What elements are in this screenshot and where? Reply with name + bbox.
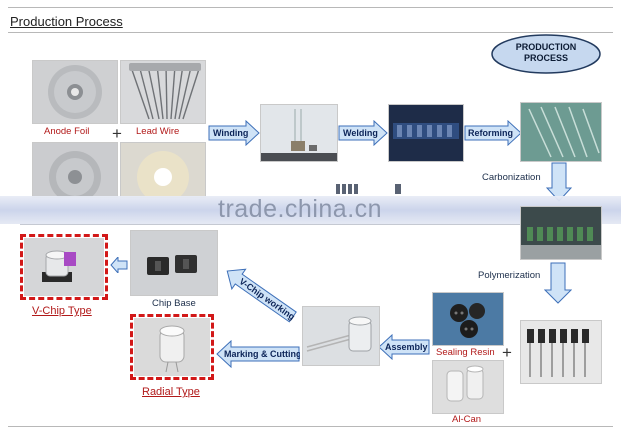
bottom-rule: [8, 426, 613, 427]
al-can-photo: [432, 360, 504, 414]
welded-strip-icon: [393, 123, 459, 139]
winding-photo: [260, 104, 338, 162]
carbonization-photo: [520, 206, 602, 260]
page-title: Production Process: [10, 14, 123, 29]
polymerized-elements-icon: [527, 329, 589, 377]
al-can-label: Al-Can: [452, 414, 482, 425]
vchip-working-label: V-Chip working: [237, 276, 296, 322]
header-rule: [8, 32, 613, 33]
radial-type-photo: [134, 318, 210, 376]
partial-photo-tick: [395, 184, 401, 194]
foil-roll-icon-2: [49, 151, 101, 197]
carbonization-label: Carbonization: [482, 172, 541, 183]
winding-label: Winding: [213, 128, 248, 138]
reforming-label: Reforming: [468, 128, 513, 138]
polymerized-photo: [520, 320, 602, 384]
marking-cutting-label: Marking & Cutting: [224, 349, 300, 359]
band-rule: [20, 224, 601, 225]
sealing-resin-label: Sealing Resin: [436, 347, 495, 358]
paper-roll-photo: [120, 142, 206, 198]
vchip-working-arrow: V-Chip working: [226, 268, 297, 323]
reforming-photo: [520, 102, 602, 162]
top-rule: [8, 7, 613, 8]
to-vchip-arrow: [110, 257, 128, 273]
sealing-resin-icon: [433, 293, 503, 345]
chip-base-photo: [130, 230, 218, 296]
welding-arrow: Welding: [338, 120, 388, 146]
chip-base-icon: [147, 255, 197, 275]
anode-foil-photo: [32, 60, 118, 124]
wound-element-icon: [261, 109, 337, 161]
radial-type-frame: [130, 314, 214, 380]
assembled-capacitor-photo: [302, 306, 380, 366]
lead-wire-photo: [120, 60, 206, 124]
sealing-resin-photo: [432, 292, 504, 346]
plus-sign-assembly: +: [502, 343, 512, 362]
radial-type-label: Radial Type: [142, 386, 200, 398]
vchip-type-label: V-Chip Type: [32, 305, 92, 317]
plus-sign-materials: +: [112, 124, 122, 143]
badge-ellipse: [491, 34, 601, 74]
anode-foil-photo-2: [32, 142, 118, 198]
al-can-icon: [446, 365, 484, 402]
assembled-capacitor-icon: [306, 316, 372, 352]
foil-roll-icon: [48, 65, 102, 119]
watermark-band: [0, 196, 621, 224]
winding-arrow: Winding: [208, 120, 260, 146]
radial-capacitor-icon: [159, 325, 185, 373]
lead-wire-label: Lead Wire: [136, 126, 180, 137]
assembly-label: Assembly: [385, 342, 428, 352]
chip-base-label: Chip Base: [152, 298, 196, 309]
assembly-arrow: Assembly: [378, 334, 430, 360]
welding-label: Welding: [343, 128, 378, 138]
polymerization-arrow: [544, 262, 572, 304]
reforming-arrow: Reforming: [464, 120, 522, 146]
reforming-machine-icon: [521, 103, 601, 161]
partial-photo-strip: [336, 184, 358, 194]
watermark-text: trade.china.cn: [218, 195, 383, 223]
lead-wire-icon: [129, 63, 201, 120]
vchip-type-frame: [20, 234, 108, 300]
paper-roll-icon: [137, 151, 189, 197]
carbonized-elements-icon: [521, 207, 601, 259]
carbonization-arrow: [546, 162, 572, 202]
vchip-type-photo: [24, 238, 104, 296]
welding-photo: [388, 104, 464, 162]
anode-foil-label: Anode Foil: [44, 126, 90, 137]
polymerization-label: Polymerization: [478, 270, 541, 281]
marking-cutting-arrow: Marking & Cutting: [216, 340, 300, 368]
vchip-capacitor-icon: [42, 250, 76, 282]
